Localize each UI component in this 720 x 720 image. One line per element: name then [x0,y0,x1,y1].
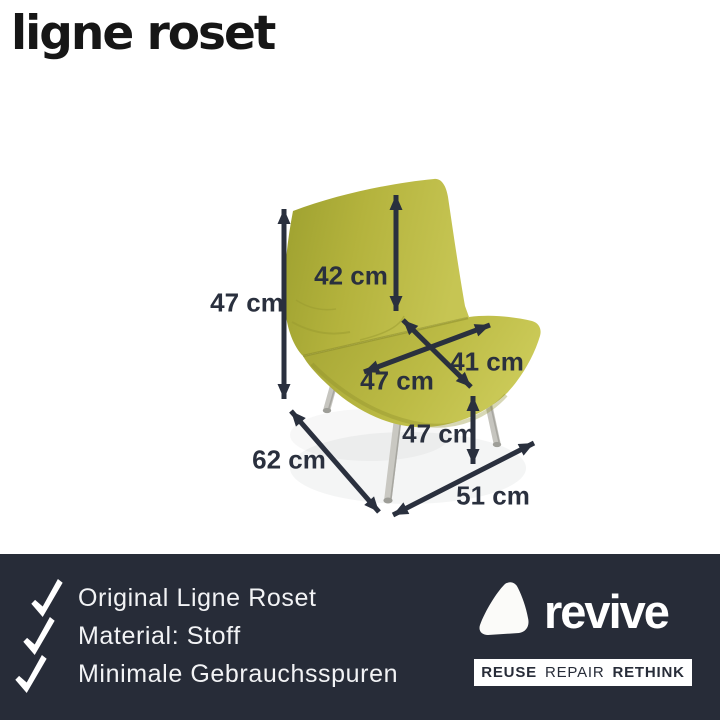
feature-item: Material: Stoff [14,617,398,655]
dimension-label-seat-depth: 41 cm [450,346,524,377]
reseller-logo: revive REUSE REPAIR RETHINK [474,581,694,686]
tagline-word: REPAIR [544,664,605,681]
dimension-label-overall-width: 51 cm [456,480,530,511]
arrow-seat-depth [401,318,473,389]
feature-item: Minimale Gebrauchsspuren [14,655,398,693]
reseller-logo-top: revive [474,581,694,642]
tagline-word: REUSE [481,664,537,681]
dimension-arrows [277,195,536,518]
check-icon [14,655,78,693]
seat-front-shade [310,362,508,428]
dimension-label-back-height: 42 cm [314,260,388,291]
dimension-label-total-height: 47 cm [210,287,284,318]
feature-text: Original Ligne Roset [78,583,317,612]
check-icon [14,579,78,617]
dimension-label-seat-width: 47 cm [360,365,434,396]
footer-bar: Original Ligne Roset Material: Stoff Min… [0,554,720,720]
feature-text: Minimale Gebrauchsspuren [78,659,399,688]
dimension-label-seat-height: 47 cm [402,418,476,449]
pick-blob-icon [474,581,532,642]
feature-list: Original Ligne Roset Material: Stoff Min… [14,579,398,693]
chair-backrest [284,178,469,356]
feature-item: Original Ligne Roset [14,579,398,617]
dimension-label-overall-depth: 62 cm [252,444,326,475]
check-icon [14,617,78,655]
reseller-wordmark: revive [544,584,670,638]
tagline-word: RETHINK [612,664,685,681]
brand-logo: ligne roset [11,6,276,61]
reseller-tagline: REUSE REPAIR RETHINK [474,659,692,686]
arrow-overall-width [391,440,536,518]
arrow-overall-depth [289,409,381,514]
feature-text: Material: Stoff [78,621,241,650]
